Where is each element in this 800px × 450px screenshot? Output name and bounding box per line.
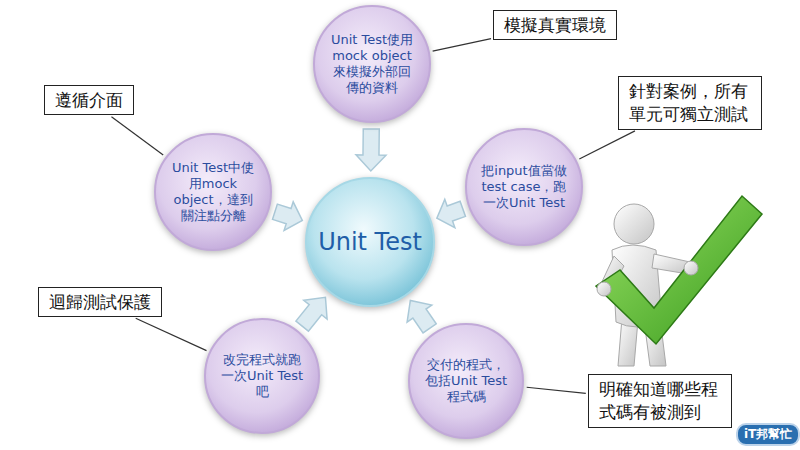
leader-line <box>527 387 586 393</box>
node-text: 明確知道哪些程 式碼有被測到 <box>599 378 721 424</box>
node-text: Unit Test <box>318 228 422 257</box>
topic-circle: 改完程式就跑 一次Unit Test 吧 <box>203 317 321 435</box>
circle-shape <box>409 324 523 438</box>
leader-line <box>111 117 163 155</box>
circle-shape <box>314 6 430 122</box>
node-text: 針對案例，所有 單元可獨立測試 <box>629 80 751 126</box>
leader-line <box>579 131 635 159</box>
node-text: 迴歸測試保護 <box>49 291 151 314</box>
topic-circle: 交付的程式， 包括Unit Test 程式碼 <box>407 322 525 440</box>
leader-line <box>136 318 207 350</box>
watermark: iT邦幫忙 <box>736 423 800 446</box>
block-arrow <box>296 297 327 331</box>
callout-box: 模擬真實環境 <box>493 10 617 41</box>
callout-box: 遵循介面 <box>44 85 134 116</box>
circle-shape <box>155 134 271 250</box>
circle-shape <box>306 178 434 306</box>
block-arrow <box>437 199 466 227</box>
topic-circle: Unit Test中使 用mock object，達到 關注點分離 <box>153 132 273 252</box>
node-text: 改完程式就跑 一次Unit Test 吧 <box>219 352 305 401</box>
topic-circle: 把input值當做 test case，跑 一次Unit Test <box>464 127 584 247</box>
callout-box: 針對案例，所有 單元可獨立測試 <box>618 76 762 130</box>
node-text: 遵循介面 <box>55 89 123 112</box>
leader-line <box>433 39 491 51</box>
topic-circle: Unit Test使用 mock object 來模擬外部回 傳的資料 <box>312 4 432 124</box>
node-text: 交付的程式， 包括Unit Test 程式碼 <box>423 357 509 406</box>
block-arrow <box>407 300 436 332</box>
center-circle: Unit Test <box>304 176 436 308</box>
callout-box: 迴歸測試保護 <box>38 287 162 318</box>
node-text: Unit Test中使 用mock object，達到 關注點分離 <box>171 160 255 225</box>
block-arrow <box>273 202 303 231</box>
circle-shape <box>205 319 319 433</box>
node-text: 把input值當做 test case，跑 一次Unit Test <box>481 163 567 212</box>
node-text: 模擬真實環境 <box>504 14 606 37</box>
circle-shape <box>466 129 582 245</box>
node-text: Unit Test使用 mock object 來模擬外部回 傳的資料 <box>329 32 415 97</box>
block-arrow <box>356 129 386 171</box>
callout-box: 明確知道哪些程 式碼有被測到 <box>588 374 732 428</box>
